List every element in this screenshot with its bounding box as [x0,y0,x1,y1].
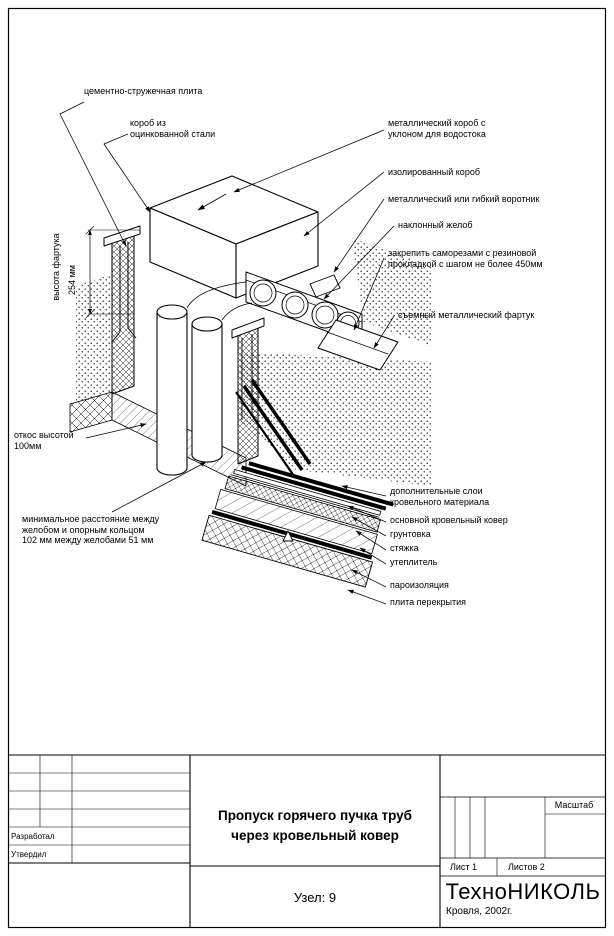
titleblock-approved-label: Утвердил [11,850,47,859]
node-number: Узел: 9 [293,890,337,905]
label-cement-board: цементно-стружечная плита [84,86,203,96]
label-apron-height-dim: 254 мм [67,265,77,295]
leader-lines [59,101,395,605]
label-slope-height: откос высотой 100мм [14,430,74,451]
label-insulation: утеплитель [390,557,438,567]
label-screed: стяжка [390,543,419,553]
label-main-carpet: основной кровельный ковер [390,515,508,525]
sheet-number: Лист 1 [450,862,478,872]
label-removable-apron: съемный металлический фартук [398,310,535,320]
label-screws: закрепить саморезами с резиновой проклад… [388,248,543,269]
collar-shape [309,274,341,298]
roof-structure [59,101,432,605]
duct-box [149,175,319,299]
label-floor-slab: плита перекрытия [390,597,467,607]
company-subtitle: Кровля, 2002г. [446,906,513,917]
company-logo-text: ТехноНИКОЛЬ [445,879,601,904]
label-vapor-barrier: пароизоляция [390,580,449,590]
delta-marker [282,530,294,542]
apron-plate [317,319,399,371]
pipes [156,281,253,476]
drawing-title-line1: Пропуск горячего пучка труб [217,808,412,823]
titleblock-developed-label: Разработал [11,832,55,841]
label-metal-duct-slope: металлический короб с уклоном для водост… [388,118,486,139]
upstand-wall [231,317,265,465]
label-galvanized-duct: короб из оцинкованной стали [130,118,216,139]
sheet-frame [7,7,607,929]
label-primer: грунтовка [390,529,431,539]
label-apron-height: высота фартука [51,233,61,301]
drawing-title-line2: через кровельный ковер [231,828,399,843]
label-insulated-duct: изолированный короб [388,167,480,177]
drawing-title: Пропуск горячего пучка труб через кровел… [190,806,440,846]
label-inclined-gutter: наклонный желоб [398,220,473,230]
title-block-grid [8,754,606,928]
dimension-254 [85,225,140,319]
label-collar: металлический или гибкий воротник [388,194,540,204]
label-min-distance: минимальное расстояние между желобом и о… [22,514,160,546]
label-extra-layers: дополнительные слои кровельного материал… [390,486,490,507]
scale-label: Масштаб [554,800,594,810]
sheets-total: Листов 2 [508,862,545,872]
